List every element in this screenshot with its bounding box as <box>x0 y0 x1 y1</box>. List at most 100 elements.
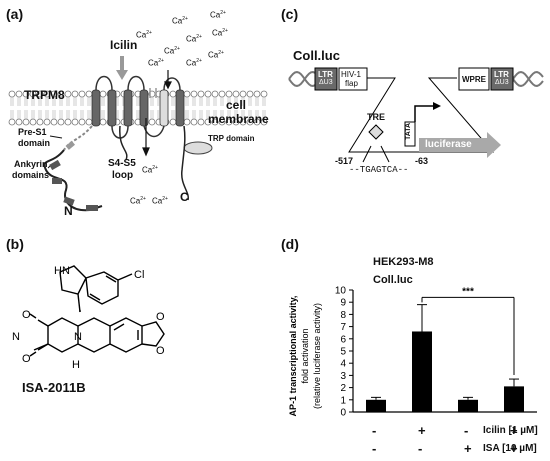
construct-name: Coll.luc <box>293 48 340 63</box>
ankyrin-label-2: domains <box>12 170 50 180</box>
dna-helix-right <box>512 70 544 88</box>
ltr-left-box <box>314 67 338 91</box>
helix-loops <box>95 75 181 139</box>
chart-construct-label: Coll.luc <box>373 274 413 286</box>
calcium-ion: Ca2+ <box>186 34 202 44</box>
calcium-ion: Ca2+ <box>186 58 202 68</box>
hiv1-label-2: flap <box>345 79 358 88</box>
panel-a-label: (a) <box>6 6 24 22</box>
y-tick-label: 7 <box>340 322 346 333</box>
atom-h: H <box>72 359 80 371</box>
y-axis-label-line1: AP-1 transcriptional activity, <box>288 296 298 417</box>
cell-line-label: HEK293-M8 <box>373 256 434 268</box>
treatment-table: -+-+Icilin [1 µM]--++ISA [10 µM] <box>275 423 550 461</box>
treatment-label: Icilin [1 µM] <box>483 425 538 436</box>
s4-s5-loop <box>119 125 128 161</box>
tre-label: TRE <box>367 112 385 122</box>
bar <box>504 386 524 412</box>
dna-helix-left <box>288 70 316 88</box>
wpre-box <box>458 67 490 91</box>
y-tick-label: 5 <box>340 347 346 358</box>
pre-s1-label-2: domain <box>18 138 51 148</box>
c-terminus-tail <box>181 125 189 201</box>
s4s5-label-1: S4-S5 <box>108 158 136 169</box>
calcium-ion: Ca2+ <box>172 16 188 26</box>
ltr-left-label-1: LTR <box>318 70 333 79</box>
treatment-state: + <box>418 423 426 438</box>
tata-label: TATA <box>405 122 412 140</box>
tre-element <box>368 124 384 140</box>
significance-stars: *** <box>462 286 474 297</box>
compound-name: ISA-2011B <box>22 380 86 395</box>
y-tick-label: 10 <box>335 286 347 297</box>
treatment-state: + <box>464 441 472 456</box>
hiv1-label-1: HIV-1 <box>341 70 362 79</box>
treatment-state: - <box>464 423 469 438</box>
hiv1-flap-box <box>338 67 368 91</box>
calcium-ion: Ca2+ <box>212 28 228 38</box>
ankyrin-blocks <box>49 140 98 211</box>
treatment-state: + <box>510 441 518 456</box>
atom-o-top: O <box>22 309 31 321</box>
y-tick-label: 6 <box>340 334 346 345</box>
membrane-label-1: cell <box>226 98 247 112</box>
y-tick-label: 9 <box>340 298 346 309</box>
pre-s1-label-1: Pre-S1 <box>18 127 47 137</box>
position-start: -517 <box>335 156 354 166</box>
ankyrin-label-1: Ankyrin <box>14 159 48 169</box>
calcium-influx-arrows <box>142 70 172 157</box>
y-tick-label: 0 <box>340 408 346 419</box>
calcium-ion: Ca2+ <box>136 30 152 40</box>
ltr-right-label-2: ΔU3 <box>495 79 509 86</box>
calcium-ion: Ca2+ <box>148 58 164 68</box>
bar <box>458 399 478 412</box>
position-end: -63 <box>415 156 429 166</box>
treatment-state: - <box>418 441 423 456</box>
lentiviral-construct <box>288 67 544 163</box>
treatment-state: - <box>372 423 377 438</box>
receptor-label: TRPM8 <box>24 88 65 102</box>
calcium-ion: Ca2+ <box>130 196 146 206</box>
y-tick-label: 4 <box>340 359 346 370</box>
y-axis-label-line3: (relative luciferase activity) <box>312 303 322 409</box>
atom-cl: Cl <box>134 269 144 281</box>
atom-o-dioxole-1: O <box>156 311 165 323</box>
trp-domain-label: TRP domain <box>208 134 255 143</box>
panel-c: (c) Coll.luc LTR ΔU3 HIV-1 flap WPRE LTR… <box>275 0 550 225</box>
panel-b-label: (b) <box>6 236 24 252</box>
s4s5-label-2: loop <box>112 170 134 181</box>
trpm8-diagram <box>8 56 268 212</box>
trp-domain-shape <box>183 141 213 155</box>
annotation-arrows <box>47 135 63 169</box>
tata-box <box>404 121 416 147</box>
panel-b: (b) HN Cl O O N N H O <box>0 228 270 461</box>
c-terminus-label: C <box>180 190 189 204</box>
transcription-start-arrow <box>414 105 435 122</box>
y-axis-label-line2: fold activation <box>300 328 310 383</box>
wpre-label: WPRE <box>462 75 486 84</box>
atom-n-methyl: N <box>12 331 20 343</box>
tre-sequence: --TGAGTCA-- <box>349 165 409 175</box>
atom-o-dioxole-2: O <box>156 345 165 357</box>
y-tick-label: 2 <box>340 383 346 394</box>
bar <box>366 399 386 412</box>
atom-hn: HN <box>54 265 70 277</box>
isa-2011b-structure: HN Cl O O N N H O O <box>12 265 165 371</box>
calcium-ion: Ca2+ <box>208 50 224 60</box>
panel-d: (d) HEK293-M8 Coll.luc AP-1 transcriptio… <box>275 228 550 461</box>
treatment-label: ISA [10 µM] <box>483 443 537 454</box>
atom-o-bottom: O <box>22 353 31 365</box>
panel-c-label: (c) <box>281 6 299 22</box>
treatment-state: + <box>510 423 518 438</box>
membrane-label-2: membrane <box>208 112 269 126</box>
atom-n-ring: N <box>74 331 82 343</box>
agonist-label: Icilin <box>110 38 138 52</box>
panel-d-label: (d) <box>281 236 299 252</box>
ltr-right-label-1: LTR <box>494 70 509 79</box>
tre-sequence-bracket <box>362 145 390 163</box>
treatment-state: - <box>372 441 377 456</box>
y-tick-label: 1 <box>340 395 346 406</box>
ltr-right-box <box>490 67 514 91</box>
panel-a: (a) <box>0 0 270 225</box>
bar-chart: AP-1 transcriptional activity, fold acti… <box>288 286 537 419</box>
